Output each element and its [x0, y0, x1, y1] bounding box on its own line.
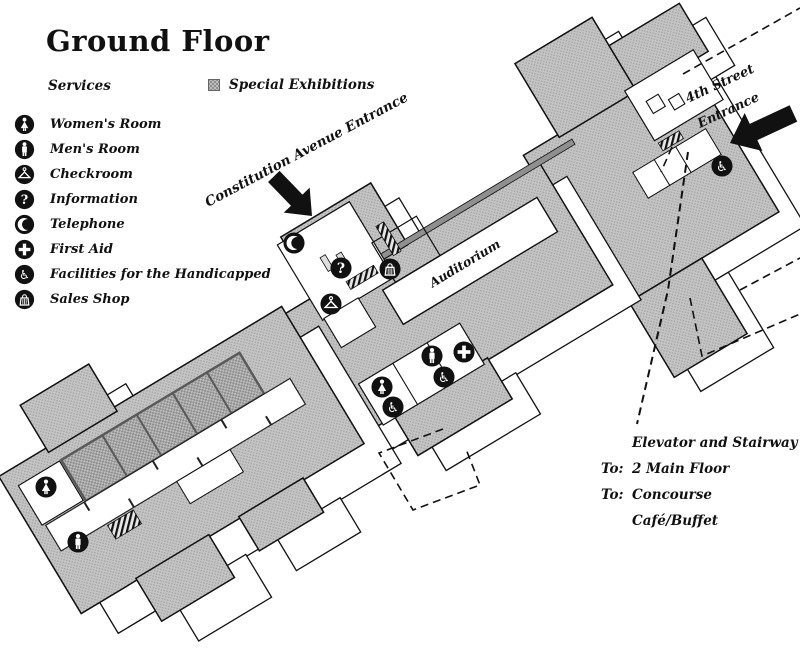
handicapped-icon [382, 396, 404, 418]
legend-label: Telephone [50, 217, 125, 232]
legend-label: Information [50, 192, 138, 207]
cafe-buffet-line: Café/Buffet [601, 508, 798, 534]
west-wing-slab [0, 305, 403, 642]
sales-shop-icon [14, 289, 35, 310]
legend-item: Facilities for the Handicapped [14, 262, 271, 287]
legend-item: Telephone [14, 212, 271, 237]
fourth-street-entrance-hall [623, 48, 724, 142]
legend-label: Facilities for the Handicapped [50, 267, 271, 282]
legend-label: First Aid [50, 242, 113, 257]
handicapped-icon [14, 264, 35, 285]
dashed-guides [377, 7, 800, 511]
constitution-entrance-arrow [268, 170, 312, 216]
checkroom-room [323, 297, 377, 349]
women-room-icon [371, 376, 393, 398]
stairway-hatch [107, 509, 143, 540]
escalator-hatch [375, 221, 402, 257]
page-title: Ground Floor [46, 24, 270, 58]
main-floor-label: 2 Main Floor [632, 461, 730, 477]
legend-item: Checkroom [14, 162, 271, 187]
checkroom-icon [319, 292, 343, 316]
elevator-stairway-line: Elevator and Stairway [601, 430, 798, 456]
legend-item: Women's Room [14, 112, 271, 137]
telephone-icon [283, 232, 305, 254]
services-legend: Women's Room Men's Room Checkroom Inform… [14, 112, 271, 312]
women-room-icon [35, 476, 57, 498]
first-aid-icon [453, 341, 475, 363]
entrance-arrows [268, 105, 798, 216]
legend-label: Women's Room [50, 117, 162, 132]
elevator-shaft [645, 93, 667, 115]
men-room-icon [421, 345, 443, 367]
elevator-shaft [667, 92, 686, 111]
information-icon [14, 189, 35, 210]
escalator-hatch [345, 264, 379, 290]
legend-item: Sales Shop [14, 287, 271, 312]
telephone-icon [14, 214, 35, 235]
legend-item: Information [14, 187, 271, 212]
legend-label: Sales Shop [50, 292, 130, 307]
cafe-buffet-label: Café/Buffet [632, 513, 719, 529]
legend-item: Men's Room [14, 137, 271, 162]
checkroom-icon [14, 164, 35, 185]
legend-label: Men's Room [50, 142, 140, 157]
fourth-street-entrance-arrow [730, 105, 798, 152]
auditorium-room [381, 196, 559, 326]
legend-label: Checkroom [50, 167, 133, 182]
handicapped-icon [711, 155, 733, 177]
handicapped-icon [433, 366, 455, 388]
special-exhibitions-legend: Special Exhibitions [208, 77, 374, 93]
stairway-hatch [657, 130, 685, 152]
concourse-label: Concourse [632, 487, 712, 503]
special-exhibitions-swatch [208, 79, 220, 91]
services-heading: Services [48, 78, 111, 94]
to-main-floor-line: To: 2 Main Floor [601, 456, 798, 482]
to-concourse-line: To: Concourse [601, 482, 798, 508]
to-prefix: To: [601, 487, 624, 503]
special-exhibitions-label: Special Exhibitions [229, 77, 375, 93]
elevator-stairway-label: Elevator and Stairway [632, 435, 798, 451]
information-icon [330, 257, 352, 279]
legend-item: First Aid [14, 237, 271, 262]
to-prefix: To: [601, 461, 624, 477]
first-aid-icon [14, 239, 35, 260]
sales-shop-icon [378, 257, 402, 281]
elevator-destination-block: Elevator and Stairway To: 2 Main Floor T… [601, 430, 798, 534]
men-room-icon [67, 531, 89, 553]
men-room-icon [14, 139, 35, 160]
women-room-icon [14, 114, 35, 135]
